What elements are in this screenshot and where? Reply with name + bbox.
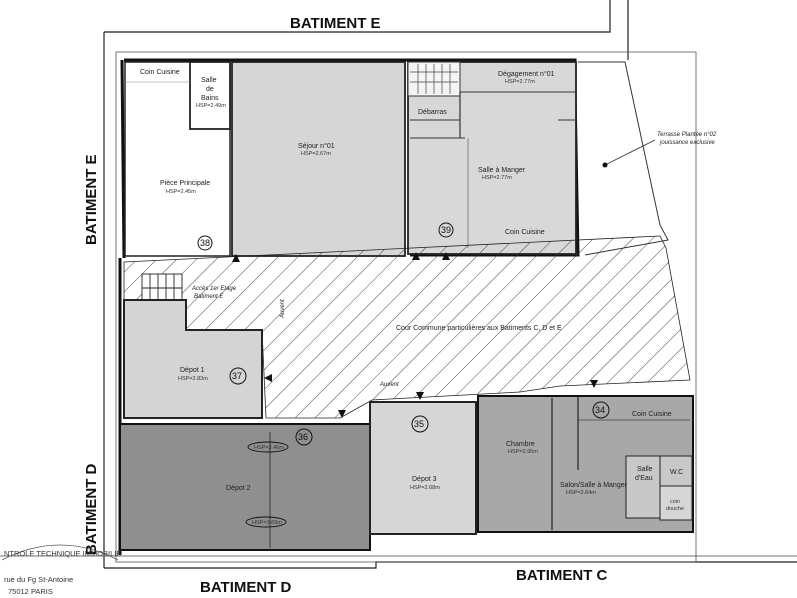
room-degagement-hsp: HSP=2.77m (505, 79, 535, 85)
lot-number-39: 39 (441, 225, 451, 235)
lot-34 (477, 395, 694, 533)
terrasse-area (578, 61, 669, 256)
label-auvent-2: Auvent (379, 382, 399, 388)
room-salle-a-manger-hsp: HSP=2.77m (482, 175, 512, 181)
lot-number-38: 38 (200, 238, 210, 248)
room-salon-sam: Salon/Salle à Manger (560, 482, 628, 489)
lot-36 (119, 423, 371, 551)
room-depot2-hsp-bottom: HSP=3.69m (252, 520, 282, 526)
label-terrasse-l1: Terrasse Plantée n°02 (657, 132, 717, 138)
building-label-bottom-left: BATIMENT D (200, 579, 292, 596)
room-chambre: Chambre (506, 441, 535, 448)
room-salle-deau-l2: d'Eau (635, 475, 653, 482)
label-auvent-1: Auvent (280, 299, 286, 319)
room-salle-a-manger: Salle à Manger (478, 167, 526, 174)
room-depot2-hsp-top: HSP=3.46m (254, 445, 284, 451)
door-arrows (232, 252, 598, 418)
lot-marker-38 (197, 235, 213, 251)
room-depot3-hsp: HSP=2.68m (410, 485, 440, 491)
stamp-line-2: rue du Fg St-Antoine (4, 575, 73, 584)
room-coin-cuisine-34: Coin Cuisine (632, 411, 672, 418)
room-depot1-hsp: HSP=2.83m (178, 376, 208, 382)
room-sejour: Séjour n°01 (298, 142, 335, 150)
lot-number-36: 36 (298, 432, 308, 442)
room-salle-de-bains-l2: de (206, 86, 214, 93)
lot-marker-37 (229, 367, 247, 385)
room-douche-l1: coin (670, 499, 680, 505)
hsp-marker-depot2-top (247, 441, 289, 453)
room-wc: W.C (670, 469, 683, 476)
room-salle-de-bains-l3: Bains (201, 95, 219, 102)
hsp-marker-depot2-bottom (245, 516, 287, 528)
room-degagement: Dégagement n°01 (498, 70, 555, 78)
building-label-bottom-right: BATIMENT C (516, 567, 608, 584)
lot-35 (369, 401, 477, 535)
room-depot2: Dépot 2 (226, 485, 251, 492)
lot-marker-35 (411, 415, 429, 433)
room-douche-l2: douche (666, 506, 684, 512)
lot-38 (124, 61, 231, 257)
room-sejour-area (231, 61, 406, 257)
lot-number-35: 35 (414, 419, 424, 429)
room-chambre-hsp: HSP=2.95m (508, 449, 538, 455)
room-piece-principale: Pièce Principale (160, 180, 210, 187)
room-salon-sam-hsp: HSP=2.64m (566, 490, 596, 496)
room-depot1: Dépot 1 (180, 367, 205, 374)
lot-marker-34 (592, 401, 610, 419)
lot-marker-39 (438, 222, 454, 238)
room-depot3: Dépot 3 (412, 476, 437, 483)
room-sejour-hsp: HSP=2.67m (301, 151, 331, 157)
building-label-left-lower: BATIMENT D (83, 463, 100, 555)
inspection-stamp: NTROLE TECHNIQUE IMMOBILIE rue du Fg St-… (1, 544, 121, 596)
room-coin-cuisine-39: Coin Cuisine (505, 229, 545, 236)
lot-number-34: 34 (595, 405, 605, 415)
lot-number-37: 37 (232, 371, 242, 381)
outer-frame (115, 51, 697, 563)
room-coin-cuisine-38: Coin Cuisine (140, 69, 180, 76)
label-acces-l2: Batiment E (194, 294, 224, 300)
building-label-left-upper: BATIMENT E (83, 154, 100, 245)
stamp-line-1: NTROLE TECHNIQUE IMMOBILIE (4, 549, 121, 558)
lot-marker-36 (295, 428, 313, 446)
room-salle-de-bains-hsp: HSP=2.49m (196, 103, 226, 109)
label-acces-l1: Accès 1er Etage (191, 286, 237, 292)
lot-39 (407, 61, 577, 255)
room-salle-deau-l1: Salle (637, 466, 653, 473)
stamp-line-3: 75012 PARIS (8, 587, 53, 596)
room-debarras: Débarras (418, 109, 447, 116)
room-salle-de-bains-l1: Salle (201, 77, 217, 84)
stairs-access (141, 273, 183, 301)
building-label-top: BATIMENT E (290, 15, 381, 32)
lot-37 (123, 299, 263, 419)
label-terrasse-l2: jouissance exclusive (659, 140, 715, 146)
label-cour-commune: Cour Commune particulières aux Batiments… (396, 325, 562, 332)
room-piece-principale-hsp: HSP=2.45m (166, 189, 196, 195)
